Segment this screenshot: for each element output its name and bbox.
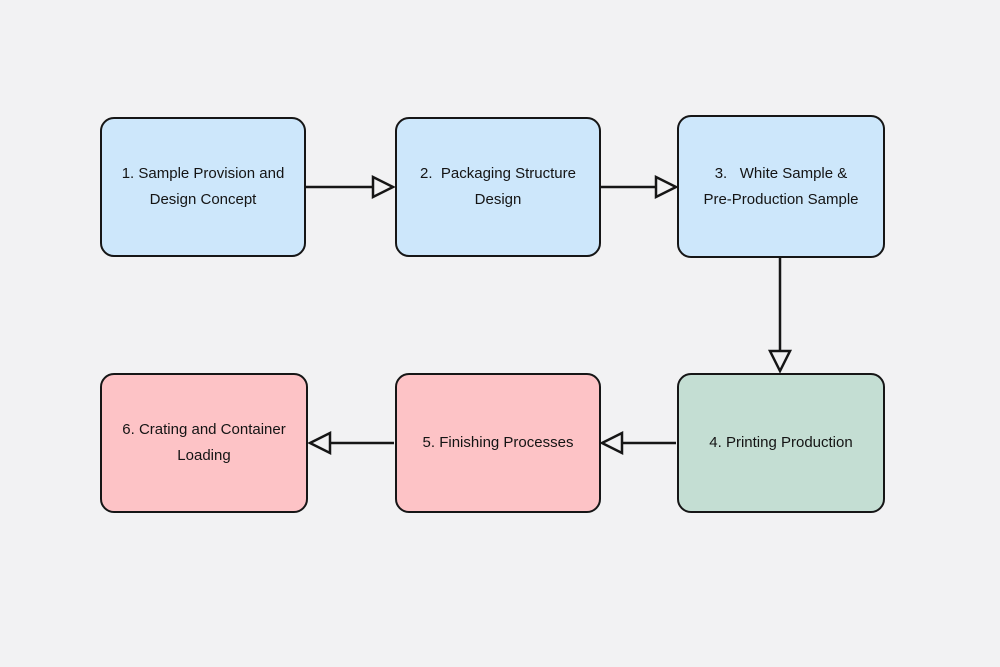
edge-3-to-4 <box>767 258 793 374</box>
node-label-line: 2. Packaging Structure <box>420 165 576 182</box>
node-label-line: 3. White Sample & <box>714 164 848 182</box>
node-label-line: 1. Sample Provision and <box>121 165 285 182</box>
arrowhead-down-icon <box>767 349 793 374</box>
node-label-line: 5. Finishing Processes <box>422 434 574 451</box>
flow-node-1-sample-provision: 1. Sample Provision and Design Concept <box>100 117 306 257</box>
flow-node-6-crating-container: 6. Crating and Container Loading <box>100 373 308 513</box>
arrowhead-left-icon <box>599 430 624 456</box>
node-label-line: 6. Crating and Container <box>122 421 286 438</box>
node-label-line: Design <box>474 191 522 208</box>
arrowhead-right-icon <box>654 174 679 200</box>
flow-node-4-printing-production: 4. Printing Production <box>677 373 885 513</box>
node-label-line: Pre-Production Sample <box>703 190 859 208</box>
edge-5-to-6 <box>307 430 394 456</box>
arrowhead-right-icon <box>371 174 396 200</box>
flow-node-2-packaging-structure: 2. Packaging Structure Design <box>395 117 601 257</box>
flow-node-5-finishing-processes: 5. Finishing Processes <box>395 373 601 513</box>
node-label-line: 4. Printing Production <box>709 434 853 451</box>
arrowhead-left-icon <box>307 430 332 456</box>
edge-1-to-2 <box>306 174 396 200</box>
node-label-line: Loading <box>177 447 231 464</box>
flow-node-3-white-sample: 3. White Sample & Pre-Production Sample <box>677 115 885 258</box>
edge-2-to-3 <box>601 174 679 200</box>
node-label-line: Design Concept <box>149 191 257 208</box>
edge-4-to-5 <box>599 430 676 456</box>
